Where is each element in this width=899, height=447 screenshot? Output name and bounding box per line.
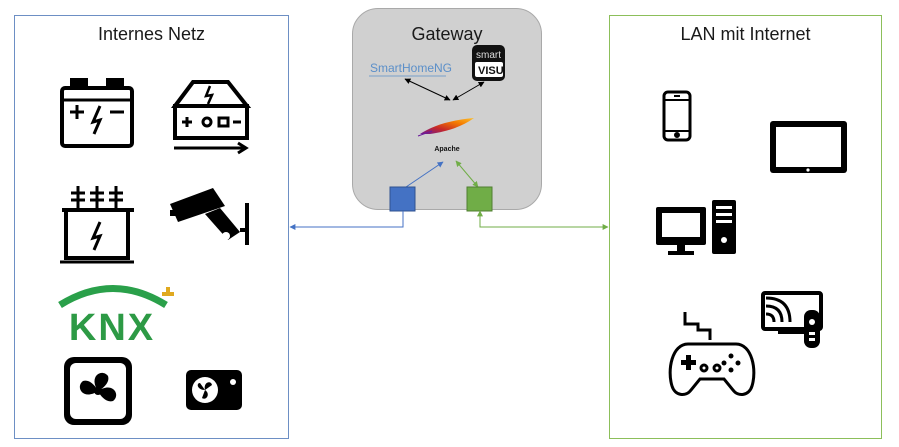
- security-camera-icon: [170, 188, 249, 245]
- internal-network-port: [389, 186, 416, 212]
- lan-internet-title: LAN mit Internet: [680, 24, 811, 44]
- lan-internet-panel: LAN mit Internet: [609, 15, 882, 439]
- lan-connection-line: [477, 210, 609, 230]
- smartvisu-logo: smart VISU: [472, 45, 505, 81]
- smartvisu-logo-bottom: VISU: [478, 65, 504, 77]
- fan-icon: [64, 357, 132, 425]
- solar-storage-icon: [171, 80, 252, 155]
- tablet-icon: [770, 121, 847, 173]
- game-controller-icon: [668, 312, 756, 396]
- apache-label: Apache: [434, 146, 459, 153]
- apache-blue-port-line: [405, 161, 444, 188]
- smart-tv-icon: [761, 291, 823, 348]
- transformer-icon: [60, 186, 134, 264]
- heat-pump-icon: [186, 370, 242, 410]
- knx-logo-text: KNX: [69, 307, 155, 349]
- desktop-computer-icon: [656, 200, 736, 255]
- smarthome-apache-arrow: [404, 78, 451, 101]
- smartvisu-logo-top: smart: [476, 50, 501, 61]
- battery-icon: [60, 78, 134, 148]
- gateway-title: Gateway: [411, 24, 483, 44]
- smartvisu-apache-arrow: [452, 81, 485, 101]
- smarthomeng-logo-text: SmartHomeNG: [370, 61, 452, 75]
- smarthomeng-logo: SmartHomeNG: [369, 61, 452, 77]
- knx-logo: KNX: [58, 285, 174, 349]
- apache-feather-icon: [417, 118, 474, 137]
- internal-connection-line: [289, 211, 404, 230]
- internal-network-panel: Internes Netz: [14, 15, 289, 439]
- gateway-box: Gateway: [352, 8, 542, 210]
- apache-green-port-line: [455, 160, 479, 188]
- smartphone-icon: [662, 90, 692, 142]
- lan-network-port: [466, 186, 493, 212]
- internal-network-title: Internes Netz: [97, 24, 206, 44]
